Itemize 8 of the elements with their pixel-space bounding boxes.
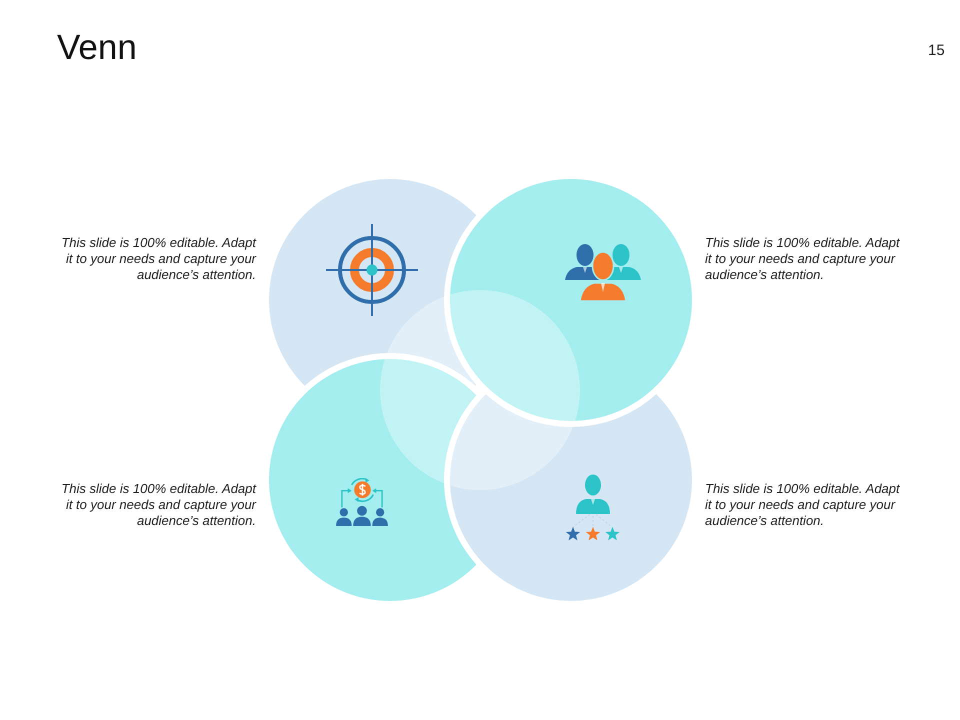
description-text: This slide is 100% editable. Adapt it to your needs and capture your audience’s attention. (705, 481, 901, 529)
description-text: This slide is 100% editable. Adapt it to your needs and capture your audience’s attention. (705, 235, 901, 283)
description-text: This slide is 100% editable. Adapt it to your needs and capture your audience’s attention. (60, 481, 256, 529)
title: Venn (57, 27, 137, 69)
description-text: This slide is 100% editable. Adapt it to your needs and capture your audience’s attention. (60, 235, 256, 283)
page-number: 15 (928, 42, 945, 60)
translucent-circle (380, 290, 580, 490)
venn-circle (450, 179, 692, 421)
